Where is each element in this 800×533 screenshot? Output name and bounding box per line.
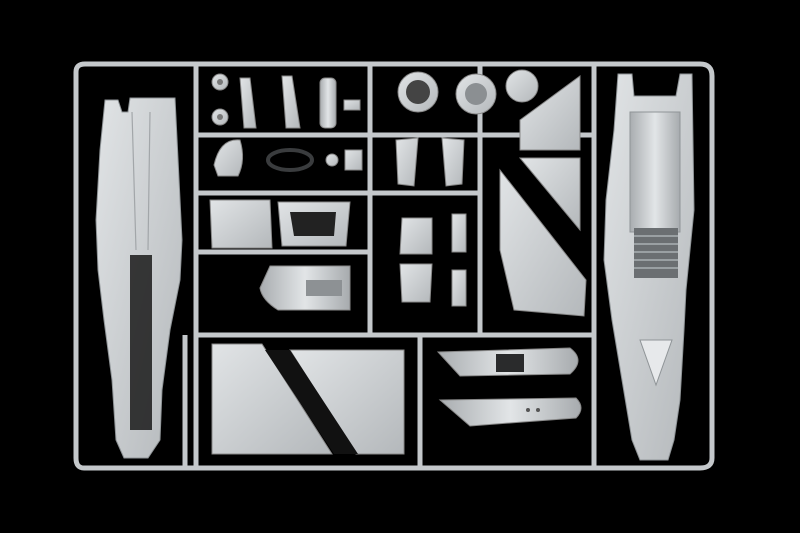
- fuselage-right-part: [603, 73, 695, 461]
- canopy-parts: [213, 139, 363, 177]
- drop-tank-parts: [436, 347, 582, 427]
- exhaust-nozzles: [397, 69, 539, 115]
- intake-parts: [209, 199, 351, 311]
- wing-parts: [211, 343, 405, 455]
- landing-gear-parts: [211, 73, 361, 129]
- middle-small-parts: [395, 137, 467, 307]
- sprue-frame: [73, 61, 715, 471]
- fuselage-left-part: [95, 97, 183, 459]
- tail-fin-parts: [499, 75, 587, 317]
